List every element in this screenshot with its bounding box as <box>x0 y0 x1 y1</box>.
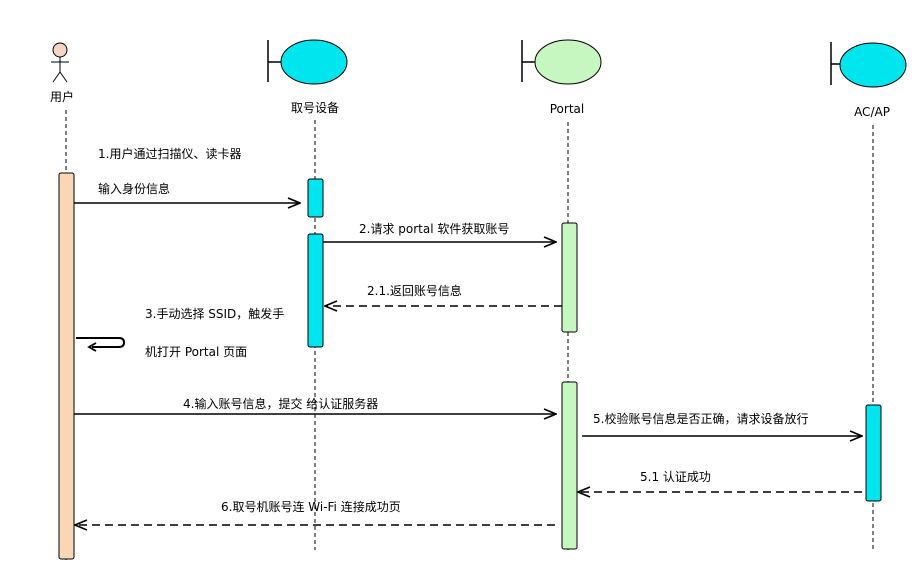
activation-kiosk-2 <box>307 233 324 348</box>
participant-label-portal: Portal <box>550 102 584 116</box>
actor-icon <box>51 42 69 83</box>
message-3-self-arrow <box>76 337 126 348</box>
boundary-icon <box>521 39 602 85</box>
message-2-label: 2.请求 portal 软件获取账号 <box>359 222 509 236</box>
activation-portal-2 <box>561 381 578 550</box>
message-1-label: 1.用户通过扫描仪、读卡器 <box>98 146 241 161</box>
message-3-label: 3.手动选择 SSID，触发手 <box>145 306 284 321</box>
message-3-arrowhead <box>87 342 97 352</box>
message-5-1-label: 5.1 认证成功 <box>640 470 711 484</box>
participant-portal: Portal <box>521 39 602 550</box>
activation-acap <box>865 404 882 502</box>
participant-kiosk: 取号设备 <box>267 39 348 550</box>
participant-label-user: 用户 <box>50 89 74 104</box>
boundary-icon <box>267 39 348 85</box>
message-1-label-continued: 输入身份信息 <box>98 181 170 196</box>
boundary-icon <box>830 42 907 88</box>
participant-label-acap: AC/AP <box>854 105 890 119</box>
participant-label-kiosk: 取号设备 <box>291 101 339 115</box>
activation-portal-1 <box>561 222 578 333</box>
message-5-label: 5.校验账号信息是否正确，请求设备放行 <box>593 411 808 426</box>
participant-acap: AC/AP <box>830 42 907 550</box>
activation-user <box>58 172 75 560</box>
message-2-1-label: 2.1.返回账号信息 <box>367 283 462 298</box>
activation-kiosk-1 <box>307 178 324 218</box>
message-6-label: 6.取号机账号连 Wi-Fi 连接成功页 <box>221 499 401 514</box>
message-4-label: 4.输入账号信息，提交 给认证服务器 <box>183 396 378 411</box>
message-3-label-continued: 机打开 Portal 页面 <box>145 345 247 359</box>
